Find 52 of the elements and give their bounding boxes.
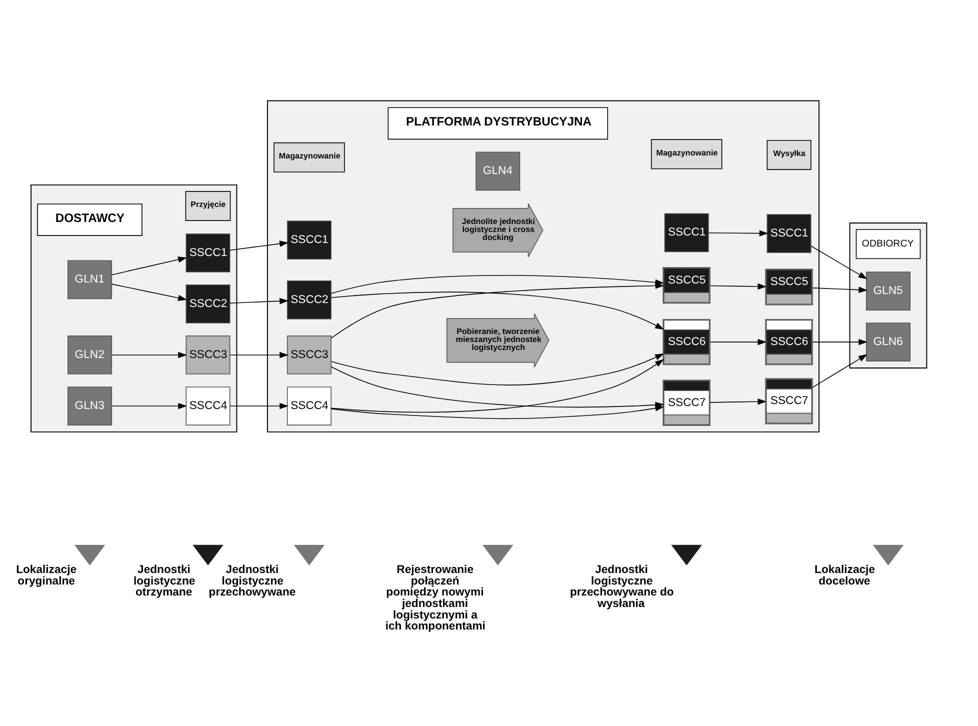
node-box: Przyjęcie (185, 190, 231, 220)
node-box: SSCC1 (664, 212, 709, 252)
node-label: Jednostki logistyczne przechowywane (208, 563, 296, 598)
arrow (230, 351, 289, 358)
arrow (812, 286, 868, 292)
arrow (710, 398, 767, 404)
arrow (111, 256, 188, 275)
arrow (111, 351, 188, 358)
node-label: Rejestrowanie połączeń pomiędzy nowymi jednostkami logistycznymi a ich komponentami (385, 563, 486, 632)
node-label: Lokalizacje oryginalne (16, 563, 77, 587)
node-box: ODBIORCY (856, 228, 921, 259)
arrow (810, 245, 868, 279)
node-box: PLATFORMA DYSTRYBUCYJNA (388, 106, 608, 140)
node-box: SSCC3 (186, 335, 230, 374)
node-label: Lokalizacje docelowe (814, 563, 875, 587)
arrow (230, 297, 289, 304)
arrow (330, 404, 664, 419)
node-box: GLN5 (866, 271, 910, 310)
cluster (849, 222, 928, 368)
node-box: SSCC2 (186, 284, 230, 323)
node-label: Jednostki logistyczne otrzymane (133, 563, 196, 598)
arrow (812, 354, 868, 388)
node-box: GLN6 (866, 322, 910, 361)
cluster (267, 100, 820, 432)
node-box: DOSTAWCY (37, 203, 142, 236)
arrow (708, 230, 768, 236)
node-box: GLN2 (68, 335, 112, 374)
arrow (710, 282, 767, 290)
node-box: Wysyłka (766, 140, 812, 170)
node-box: SSCC1 (766, 214, 812, 252)
node-box: GLN3 (68, 386, 112, 425)
node-box: GLN1 (68, 260, 112, 299)
node-label: Jednostki logistyczne przechowywane do wysłania (570, 563, 674, 610)
arrow (812, 338, 868, 345)
node-box: Magazynowanie (274, 142, 345, 172)
arrow (111, 283, 188, 301)
arrow (230, 402, 289, 409)
node-box: SSCC4 (186, 386, 230, 425)
node-box: GLN4 (476, 151, 520, 190)
node-box: SSCC1 (286, 220, 332, 259)
node-box: Magazynowanie (650, 138, 722, 169)
node-box: SSCC3 (286, 335, 332, 374)
arrow (330, 282, 664, 338)
cluster (30, 184, 238, 432)
node-box: SSCC4 (286, 386, 332, 425)
node-box: SSCC1 (186, 233, 230, 272)
arrow (330, 353, 664, 385)
arrow (330, 291, 664, 330)
arrow (230, 240, 289, 250)
arrow (111, 402, 188, 409)
arrow (710, 338, 767, 345)
node-box: SSCC2 (286, 280, 332, 319)
